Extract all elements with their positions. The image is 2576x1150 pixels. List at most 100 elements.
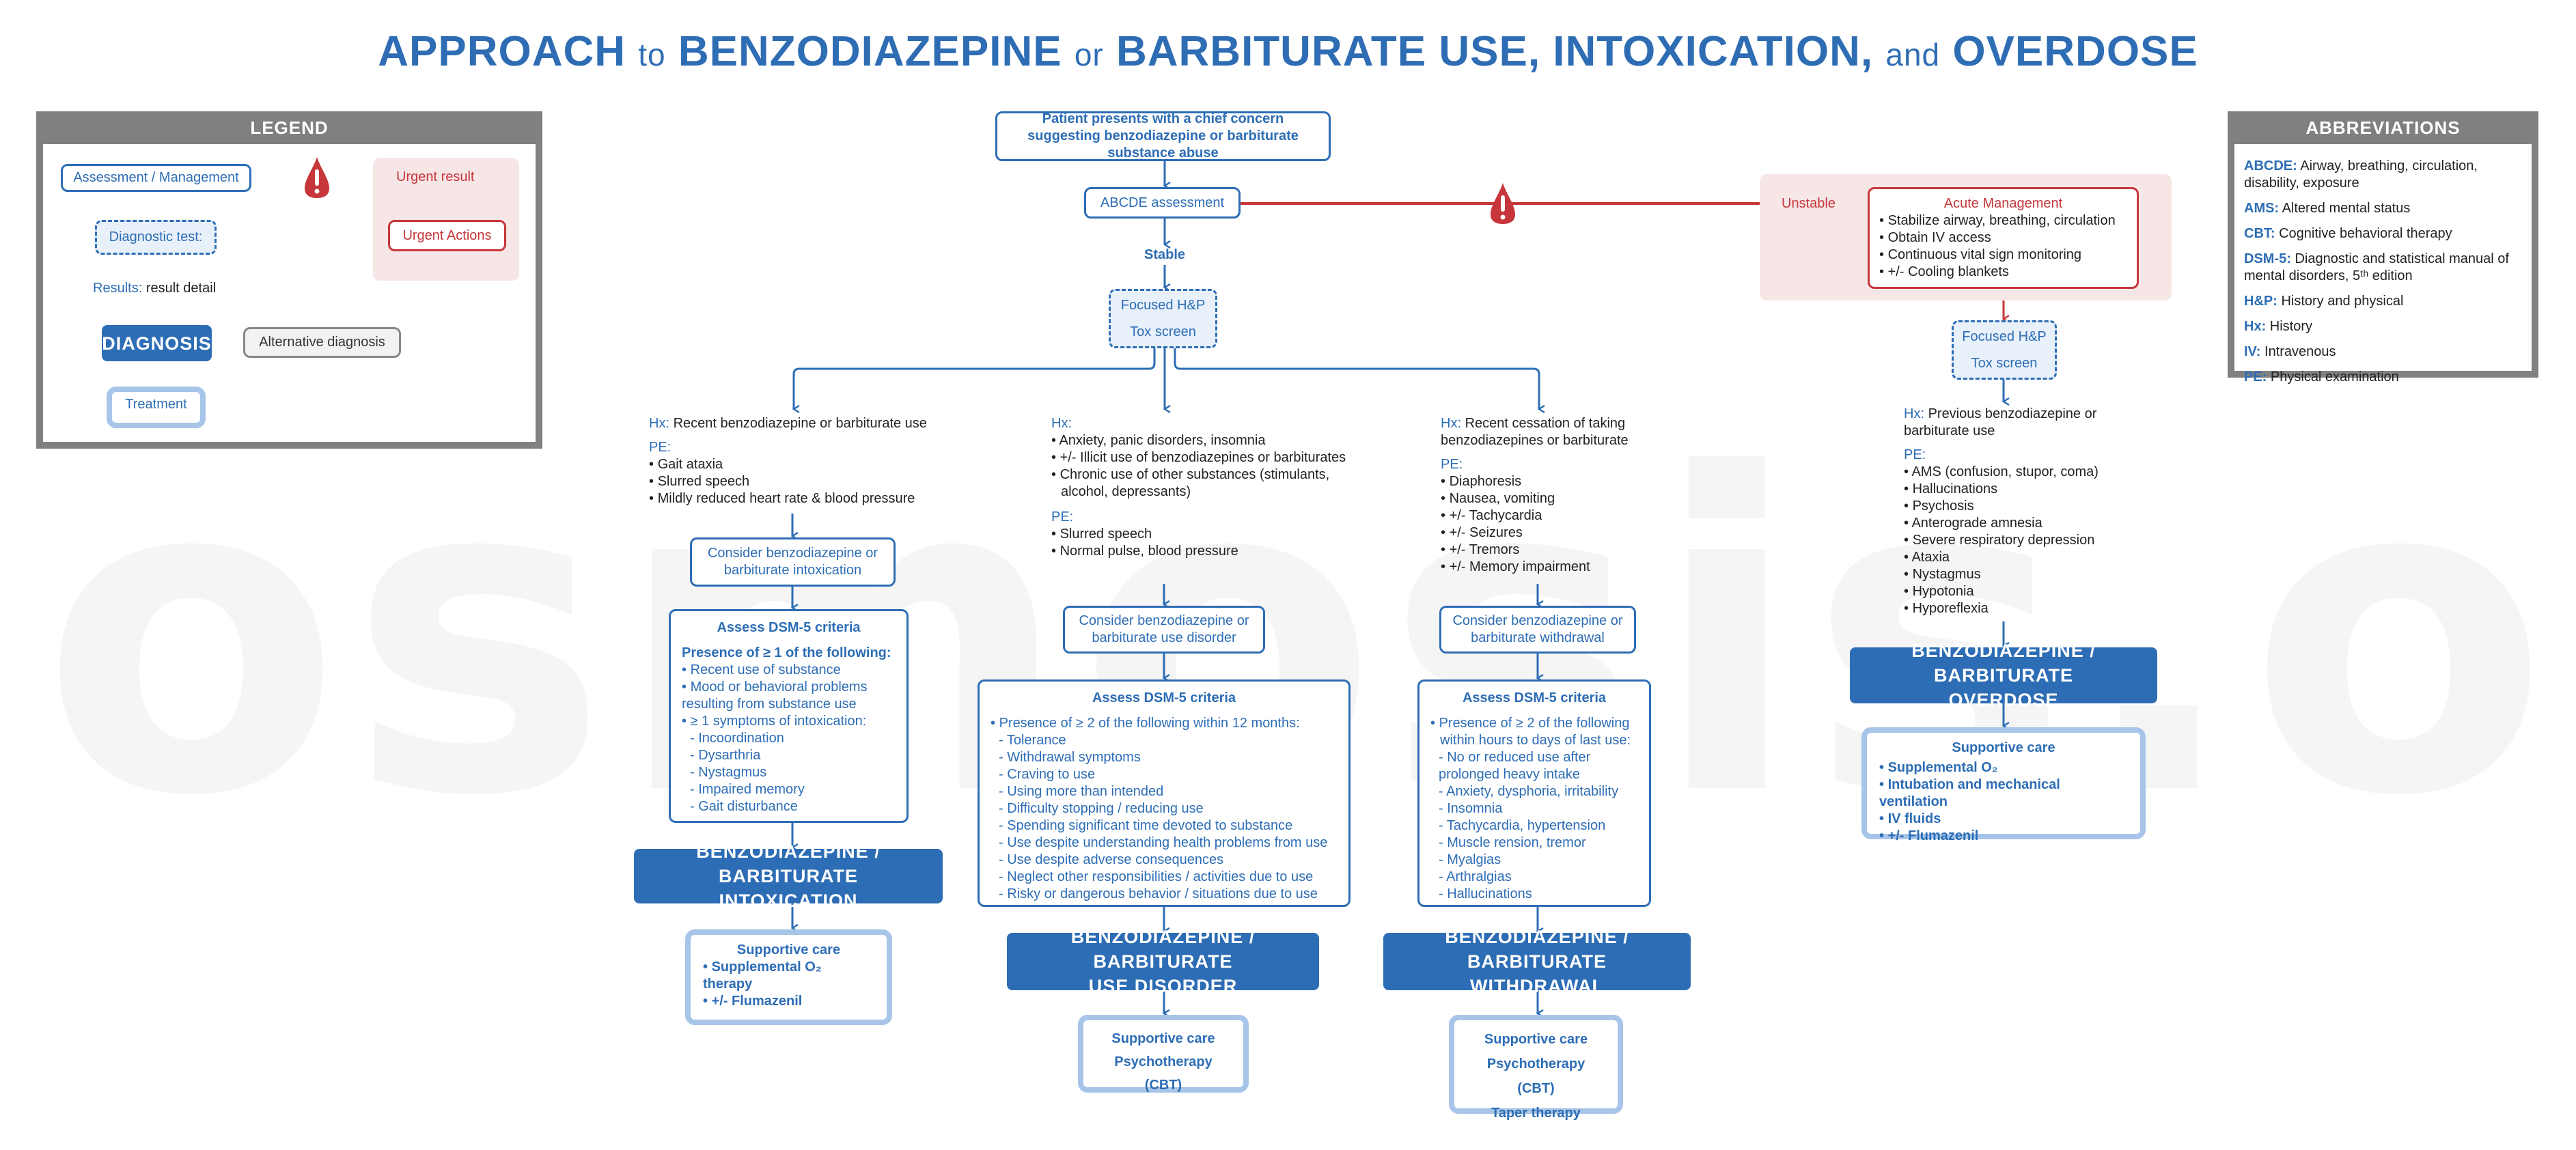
care-list: Supplemental O₂ therapy+/- Flumazenil	[703, 959, 874, 1010]
diagnosis-line: INTOXICATION	[719, 890, 858, 911]
overdose-care-box: Supportive care Supplemental O₂Intubatio…	[1861, 727, 2146, 843]
list-item: Neglect other responsibilities / activit…	[991, 869, 1327, 886]
pe-label: PE:	[649, 440, 671, 455]
hx-list: Anxiety, panic disorders, insomnia+/- Il…	[1051, 432, 1352, 501]
list-item: +/- Flumazenil	[1879, 828, 2128, 845]
abbreviation-item: Hx: History	[2244, 318, 2522, 335]
list-item: Slurred speech	[1051, 526, 1352, 543]
abbreviations-panel: ABBREVIATIONS ABCDE: Airway, breathing, …	[2228, 111, 2538, 384]
list-item: Psychosis	[1904, 498, 2136, 515]
care-list: Supplemental O₂Intubation and mechanical…	[1879, 759, 2128, 845]
abbreviation-term: IV:	[2244, 344, 2261, 359]
legend-assessment-box: Assessment / Management	[61, 164, 251, 192]
abbreviation-item: DSM-5: Diagnostic and statistical manual…	[2244, 251, 2522, 285]
abbreviation-item: PE: Physical examination	[2244, 369, 2522, 386]
hx-label: Hx:	[649, 416, 669, 431]
list-item: +/- Illicit use of benzodiazepines or ba…	[1051, 449, 1352, 466]
pe-label: PE:	[1051, 509, 1074, 524]
list-item: Stabilize airway, breathing, circulation	[1879, 212, 2116, 229]
warning-icon	[305, 157, 329, 198]
warning-icon	[1491, 183, 1515, 224]
focused-hp-box: Focused H&P Tox screen	[1109, 289, 1217, 348]
title-part: BARBITURATE USE, INTOXICATION,	[1116, 28, 1874, 75]
list-item: Incoordination	[682, 730, 805, 747]
care-title: Supportive care	[1111, 1031, 1215, 1046]
title-part: or	[1074, 37, 1104, 72]
abbreviation-definition: Diagnostic and statistical manual of men…	[2244, 251, 2509, 283]
list-item: Arthralgias	[1430, 869, 1638, 886]
list-item: Hallucinations	[1904, 481, 2136, 498]
title-part: BENZODIAZEPINE	[678, 28, 1062, 75]
title-part: to	[638, 37, 666, 72]
list-item: Myalgias	[1430, 852, 1638, 869]
urgent-area	[373, 158, 519, 281]
col4-findings: Hx: Previous benzodiazepine or barbitura…	[1904, 406, 2136, 617]
intoxication-care-box: Supportive care Supplemental O₂ therapy+…	[685, 929, 892, 1025]
title-part: APPROACH	[378, 28, 626, 75]
diagnosis-line: USE DISORDER	[1088, 976, 1238, 996]
abbreviation-term: CBT:	[2244, 226, 2275, 241]
criteria-title: Assess DSM-5 criteria	[717, 620, 861, 635]
care-list: Psychotherapy (CBT)Taper therapy	[1467, 1052, 1605, 1125]
list-item: +/- Memory impairment	[1441, 559, 1673, 576]
care-title: Supportive care	[1484, 1032, 1588, 1047]
withdrawal-criteria-box: Assess DSM-5 criteria Presence of ≥ 2 of…	[1417, 679, 1651, 907]
intoxication-diagnosis-box: BENZODIAZEPINE / BARBITURATE INTOXICATIO…	[634, 841, 943, 911]
pe-label: PE:	[1904, 447, 1926, 462]
list-item: Insomnia	[1430, 800, 1638, 817]
list-item: Supplemental O₂	[1879, 759, 2128, 776]
diagnosis-line: OVERDOSE	[1948, 690, 2059, 710]
abbreviation-definition: Airway, breathing, circulation, disabili…	[2244, 158, 2478, 191]
legend-diagnosis-box: DIAGNOSIS	[102, 325, 212, 361]
criteria-sublist: ToleranceWithdrawal symptomsCraving to u…	[991, 732, 1328, 903]
list-item: Intubation and mechanical ventilation	[1879, 776, 2128, 811]
criteria-lead: Presence of ≥ 2 of the following within …	[1430, 715, 1638, 749]
hx-text: Recent cessation of taking benzodiazepin…	[1441, 416, 1629, 448]
criteria-list: Recent use of substanceMood or behaviora…	[682, 662, 896, 730]
consider-withdrawal-box: Consider benzodiazepine or barbiturate w…	[1439, 606, 1636, 654]
use-disorder-care-box: Supportive care Psychotherapy (CBT)	[1078, 1015, 1249, 1093]
list-item: Anxiety, dysphoria, irritability	[1430, 783, 1638, 800]
results-value: result detail	[146, 281, 217, 296]
legend-urgent-actions-box: Urgent Actions	[388, 220, 506, 251]
list-item: Gait ataxia	[649, 456, 950, 473]
tox-screen-label: Tox screen	[1971, 355, 2038, 371]
title-part: and	[1885, 37, 1941, 72]
hx-label: Hx:	[1904, 406, 1924, 421]
acute-management-title: Acute Management	[1943, 196, 2063, 211]
abbreviation-item: IV: Intravenous	[2244, 343, 2522, 361]
hx-text: Previous benzodiazepine or barbiturate u…	[1904, 406, 2097, 438]
use-disorder-diagnosis-box: BENZODIAZEPINE / BARBITURATE USE DISORDE…	[1007, 927, 1319, 996]
presentation-box: Patient presents with a chief concern su…	[995, 111, 1331, 161]
legend-results: Results: result detail	[93, 280, 216, 297]
list-item: Craving to use	[991, 766, 1327, 783]
withdrawal-care-box: Supportive care Psychotherapy (CBT)Taper…	[1449, 1015, 1623, 1121]
list-item: Hypotonia	[1904, 583, 2136, 600]
list-item: Supplemental O₂ therapy	[703, 959, 874, 993]
legend-title: LEGEND	[250, 117, 329, 138]
abbreviation-definition: Intravenous	[2265, 344, 2336, 359]
list-item: Use despite understanding health problem…	[991, 835, 1327, 852]
list-item: +/- Flumazenil	[703, 993, 874, 1010]
focused-hp-box-right: Focused H&P Tox screen	[1952, 320, 2057, 380]
list-item: Impaired memory	[682, 781, 805, 798]
pe-list: Gait ataxiaSlurred speechMildly reduced …	[649, 456, 950, 507]
list-item: Taper therapy	[1491, 1106, 1581, 1121]
pe-list: AMS (confusion, stupor, coma)Hallucinati…	[1904, 464, 2136, 617]
care-title: Supportive care	[736, 942, 841, 957]
consider-intoxication-box: Consider benzodiazepine or barbiturate i…	[690, 537, 896, 587]
list-item: Tachycardia, hypertension	[1430, 817, 1638, 835]
diagnosis-line: WITHDRAWAL	[1470, 976, 1604, 996]
pe-list: Slurred speechNormal pulse, blood pressu…	[1051, 526, 1352, 560]
list-item: Psychotherapy (CBT)	[1114, 1054, 1213, 1093]
list-item: Anxiety, panic disorders, insomnia	[1051, 432, 1352, 449]
criteria-sublist: No or reduced use after prolonged heavy …	[1430, 749, 1638, 903]
list-item: Diaphoresis	[1441, 473, 1673, 490]
list-item: Normal pulse, blood pressure	[1051, 543, 1352, 560]
arrow	[794, 348, 1156, 409]
tox-screen-label: Tox screen	[1130, 324, 1196, 339]
abbreviation-definition: History	[2269, 319, 2313, 334]
list-item: Risky or dangerous behavior / situations…	[991, 886, 1327, 903]
stable-label: Stable	[1144, 247, 1186, 262]
